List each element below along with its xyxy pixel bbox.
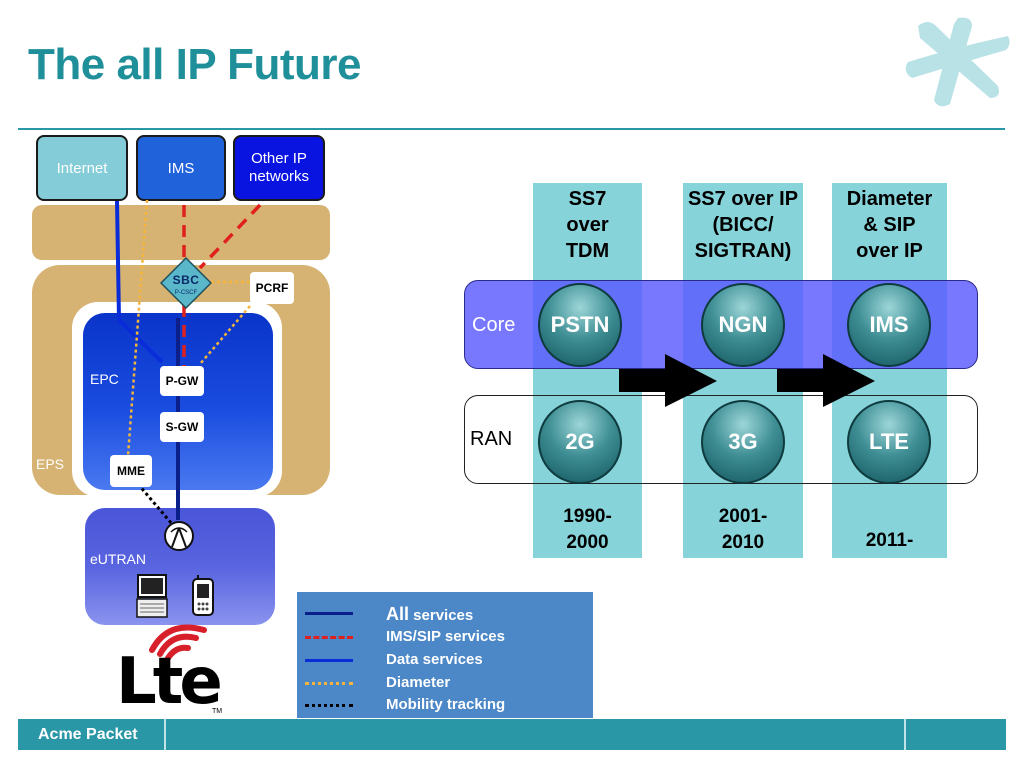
eutran-label: eUTRAN <box>90 551 147 567</box>
data-services-line <box>115 200 164 364</box>
footer-bar <box>18 719 1006 750</box>
sbc-node <box>160 257 212 309</box>
epc-label: EPC <box>90 371 119 387</box>
interconnect-bar <box>32 205 330 260</box>
ngn-node: NGN <box>701 283 785 367</box>
footer-divider <box>164 719 166 750</box>
title-divider <box>18 128 1005 130</box>
sbc-label: SBC <box>172 273 200 287</box>
footer-divider-right <box>904 719 906 750</box>
legend-row-ims-sip: IMS/SIP services <box>297 626 593 648</box>
internet-label: Internet <box>56 159 108 177</box>
years-1: 1990- 2000 <box>563 506 612 553</box>
trademark-mark: TM <box>212 708 223 715</box>
pcrf-node: PCRF <box>250 272 294 304</box>
3g-node: 3G <box>701 400 785 484</box>
lte-logo: Lte <box>116 645 223 719</box>
internet-cloud: Internet <box>36 135 128 201</box>
ims-label: IMS <box>167 159 195 177</box>
pstn-node: PSTN <box>538 283 622 367</box>
eps-label: EPS <box>36 456 65 472</box>
sgw-node: S-GW <box>160 412 204 442</box>
footer-company: Acme Packet <box>38 726 138 743</box>
lte-node: LTE <box>847 400 931 484</box>
column-header-3: Diameter & SIP over IP <box>846 188 933 262</box>
ims-cloud: IMS <box>136 135 226 201</box>
years-2: 2001- 2010 <box>718 506 768 553</box>
antenna-icon <box>164 521 194 551</box>
legend: All services IMS/SIP services Data servi… <box>297 592 593 718</box>
legend-row-all: All services <box>297 602 593 624</box>
ran-band <box>464 395 978 484</box>
ims-sip-line-other <box>198 203 262 270</box>
mme-node: MME <box>110 455 152 487</box>
lte-signal-icon <box>149 624 207 661</box>
asterisk-logo-icon <box>905 17 1010 107</box>
other-ip-label: Other IP networks <box>248 150 310 185</box>
evolution-arrow-icon-2 <box>777 354 875 407</box>
other-ip-cloud: Other IP networks <box>233 135 325 201</box>
ims-core-node: IMS <box>847 283 931 367</box>
legend-row-data: Data services <box>297 649 593 671</box>
diameter-line-pgw <box>199 305 251 365</box>
legend-swatch-solid-dark <box>305 612 353 615</box>
legend-row-diameter: Diameter <box>297 672 593 694</box>
mobility-tracking-line <box>136 483 174 525</box>
legend-swatch-dotted-black <box>305 704 353 707</box>
evolution-arrow-icon <box>619 354 717 407</box>
years-3: 2011- <box>865 530 914 551</box>
column-header-2: SS7 over IP (BICC/ SIGTRAN) <box>687 188 799 262</box>
connection-lines <box>115 199 262 525</box>
2g-node: 2G <box>538 400 622 484</box>
sbc-sublabel: P-CSCF <box>174 290 198 296</box>
diameter-line-mme <box>126 199 149 457</box>
column-header-1: SS7 over TDM <box>565 188 610 262</box>
core-row-label: Core <box>472 314 516 336</box>
page-title: The all IP Future <box>28 40 361 89</box>
legend-swatch-solid-blue <box>305 659 353 662</box>
laptop-icon <box>136 574 168 618</box>
ran-row-label: RAN <box>470 428 513 450</box>
legend-swatch-dotted-orange <box>305 682 353 685</box>
legend-row-mobility: Mobility tracking <box>297 694 593 716</box>
pgw-node: P-GW <box>160 366 204 396</box>
legend-swatch-dashed-red <box>305 636 353 639</box>
phone-icon <box>192 575 214 616</box>
